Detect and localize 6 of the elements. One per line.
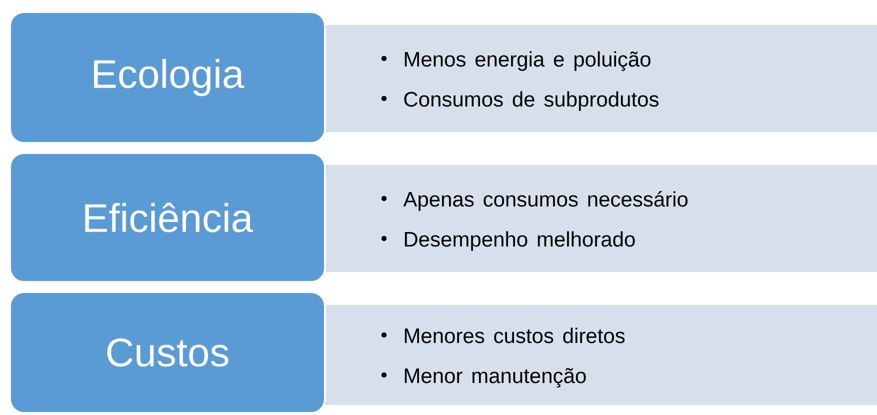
text-band: Apenas consumos necessário Desempenho melhorado (300, 165, 877, 272)
text-band: Menores custos diretos Menor manutenção (300, 305, 877, 405)
category-tile: Custos (9, 291, 326, 414)
category-tile: Ecologia (9, 11, 326, 144)
category-tile: Eficiência (9, 152, 326, 283)
text-band: Menos energia e poluição Consumos de subprodutos (300, 25, 877, 132)
